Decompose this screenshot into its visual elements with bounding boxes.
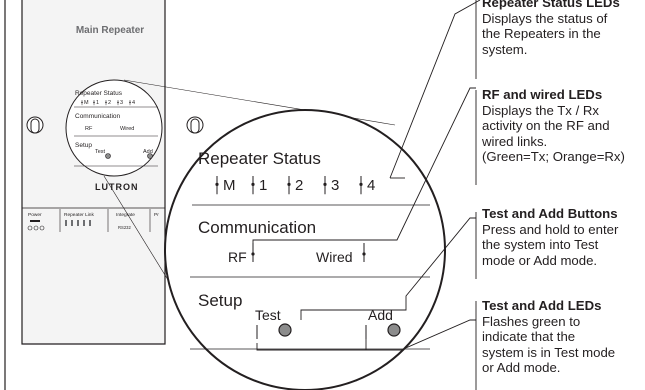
annotation-rf-wired-leds: RF and wired LEDs Displays the Tx / Rx a…	[482, 87, 645, 165]
annotation-line: the Repeaters in the	[482, 26, 601, 42]
status-label: Repeater Status	[198, 149, 321, 168]
annotation-line: wired links.	[482, 133, 548, 149]
mounting-slot-right	[186, 116, 204, 134]
device-body	[21, 0, 166, 345]
lutron-logo: LUTRON	[95, 182, 139, 192]
status-led-dot	[117, 101, 119, 104]
status-led-label: 3	[331, 177, 339, 194]
status-led-dot	[215, 182, 219, 186]
device-wired-label: Wired	[120, 126, 134, 132]
status-led-label: 1	[259, 177, 267, 194]
footer-power: Power	[28, 212, 42, 218]
footer-rs232: RS232	[118, 225, 131, 230]
annotation-line: Press and hold to enter	[482, 221, 619, 237]
annotation-line: system.	[482, 41, 528, 57]
annotation-line: or Add mode.	[482, 360, 561, 376]
callout-lines	[252, 0, 481, 390]
annotation-heading: Repeater Status LEDs	[482, 0, 620, 10]
status-led-label: 2	[295, 177, 303, 194]
device-add-label: Add	[143, 149, 153, 155]
repeater-device: Main Repeater Repeater Status M 1 2 3 4 Comm…	[21, 0, 204, 345]
status-led-dot	[359, 182, 363, 186]
setup-label: Setup	[198, 291, 242, 310]
device-add-button[interactable]	[147, 153, 153, 159]
device-panel-circle	[65, 79, 163, 177]
add-button[interactable]	[387, 323, 401, 337]
status-led-dot	[93, 101, 95, 104]
status-led-label: 4	[367, 177, 375, 194]
footer-integrate: Integrate	[116, 212, 135, 218]
status-led-dot	[105, 101, 107, 104]
test-button[interactable]	[278, 323, 292, 337]
annotation-line: system is in Test mode	[482, 344, 616, 360]
device-status-leds: M 1 2 3 4	[81, 100, 135, 106]
callout-status-line	[389, 0, 481, 179]
annotation-heading: Test and Add Buttons	[482, 206, 618, 221]
test-label: Test	[255, 307, 281, 323]
status-led-label: M	[84, 100, 89, 106]
status-led-label: 3	[120, 100, 123, 106]
annotation-heading: Test and Add LEDs	[482, 298, 602, 313]
status-led-dot	[323, 182, 327, 186]
status-led-label: 1	[96, 100, 99, 106]
link-terminal-icon	[65, 220, 91, 226]
footer-pr: Pr	[154, 212, 159, 218]
device-test-label: Test	[95, 149, 106, 155]
annotation-test-add-leds: Test and Add LEDs Flashes green to indic…	[482, 298, 645, 376]
callout-buttons-line	[300, 217, 476, 320]
status-leds: M 1 2 3 4	[215, 176, 375, 195]
status-led-label: M	[223, 177, 236, 194]
rf-label: RF	[228, 249, 247, 265]
device-setup-label: Setup	[75, 142, 92, 149]
wired-label: Wired	[316, 249, 353, 265]
status-led-label: 2	[108, 100, 111, 106]
comm-label: Communication	[198, 218, 316, 237]
device-comm-label: Communication	[75, 113, 121, 120]
annotation-line: (Green=Tx; Orange=Rx)	[482, 149, 625, 165]
status-led-dot	[129, 101, 131, 104]
magnifier-circle	[164, 109, 446, 390]
device-title: Main Repeater	[76, 25, 144, 36]
device-rf-label: RF	[85, 126, 93, 132]
annotation-line: Flashes green to	[482, 313, 581, 329]
add-label: Add	[368, 307, 393, 323]
annotation-test-add-buttons: Test and Add Buttons Press and hold to e…	[482, 206, 645, 268]
annotation-line: Displays the Tx / Rx	[482, 102, 600, 118]
annotation-line: mode or Add mode.	[482, 252, 598, 268]
magnified-panel: Repeater Status M 1 2 3 4 Communication RF W…	[164, 109, 446, 390]
power-connector-icon	[27, 220, 45, 231]
status-led-dot	[287, 182, 291, 186]
status-led-dot	[251, 182, 255, 186]
mounting-slot-left	[26, 116, 44, 134]
annotation-status-leds: Repeater Status LEDs Displays the status…	[482, 0, 645, 57]
annotation-line: activity on the RF and	[482, 118, 610, 134]
device-test-button[interactable]	[105, 153, 111, 159]
annotation-line: Displays the status of	[482, 10, 608, 26]
callout-test-led-line	[256, 319, 476, 351]
annotation-line: the system into Test	[482, 237, 599, 253]
status-led-label: 4	[132, 100, 135, 106]
status-led-dot	[81, 101, 83, 104]
device-status-label: Repeater Status	[75, 90, 123, 97]
footer-repeater-link: Repeater Link	[64, 212, 94, 218]
annotation-heading: RF and wired LEDs	[482, 87, 603, 102]
callout-comm-line	[252, 87, 476, 250]
annotation-line: indicate that the	[482, 329, 576, 345]
